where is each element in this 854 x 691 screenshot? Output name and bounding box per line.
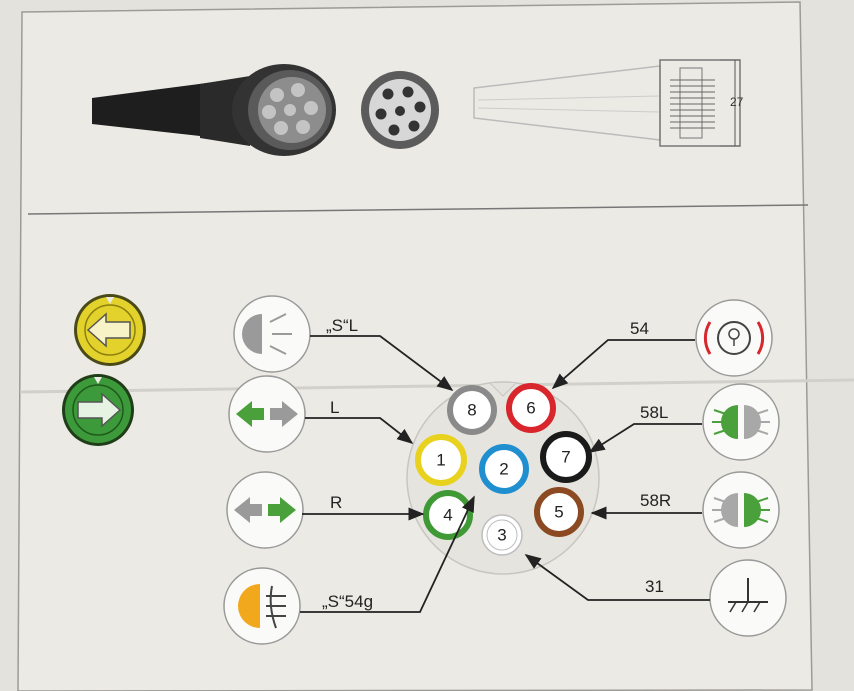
indicator-right-icon <box>226 471 304 549</box>
label-54: 54 <box>630 319 649 338</box>
tail-light-right-icon <box>702 471 780 549</box>
leader-s-l <box>310 335 454 391</box>
label-l: L <box>330 398 339 417</box>
leader-58l <box>588 423 702 453</box>
plug-face <box>361 71 439 149</box>
svg-text:8: 8 <box>467 401 476 420</box>
stop-light-icon <box>695 299 773 377</box>
label-s-54g: „S“54g <box>322 592 373 611</box>
label-58l: 58L <box>640 403 668 422</box>
pin-6: 6 <box>506 383 556 433</box>
pin-1: 1 <box>415 434 467 486</box>
paper-sheet <box>17 1 813 691</box>
svg-text:5: 5 <box>554 503 563 522</box>
ground-icon <box>709 559 787 637</box>
pin-2: 2 <box>479 444 529 494</box>
label-31: 31 <box>645 577 664 596</box>
label-r: R <box>330 493 342 512</box>
label-s-l: „S“L <box>326 316 358 335</box>
section-divider <box>27 204 809 215</box>
leader-s-54g <box>300 495 475 613</box>
tail-light-left-icon <box>702 383 780 461</box>
dimension-label: 27 <box>730 95 744 109</box>
leader-lines <box>300 335 710 613</box>
svg-text:7: 7 <box>561 448 570 467</box>
svg-text:1: 1 <box>436 451 445 470</box>
fog-light-icon <box>223 567 301 645</box>
svg-text:4: 4 <box>443 506 452 525</box>
label-58r: 58R <box>640 491 671 510</box>
indicator-left-icon <box>228 375 306 453</box>
socket-key-notch <box>489 382 517 397</box>
plug-photo <box>92 64 336 156</box>
svg-text:2: 2 <box>499 460 508 479</box>
right-arrow-icon <box>62 374 134 446</box>
reverse-light-icon <box>233 295 311 373</box>
pin-4: 4 <box>423 490 473 540</box>
left-arrow-icon <box>74 294 146 366</box>
leader-l <box>305 417 414 444</box>
leader-54 <box>551 339 695 390</box>
pin-3: 3 <box>481 514 523 556</box>
pin-5: 5 <box>534 487 584 537</box>
svg-text:6: 6 <box>526 399 535 418</box>
leader-31 <box>524 554 710 601</box>
pin-7: 7 <box>540 431 592 483</box>
plug-technical-drawing <box>473 59 741 147</box>
svg-text:3: 3 <box>497 526 506 545</box>
pin-8: 8 <box>447 385 497 435</box>
